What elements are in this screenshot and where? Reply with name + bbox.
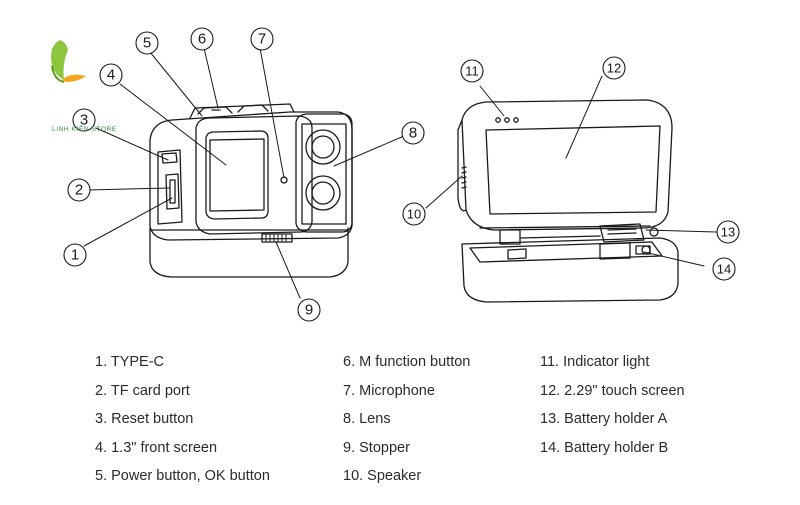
callout-14: 14	[717, 262, 731, 277]
callout-leaders	[83, 47, 717, 299]
legend-item: 3. Reset button	[95, 411, 194, 428]
callout-3: 3	[80, 112, 88, 129]
callout-8: 8	[409, 125, 417, 142]
camera-front-illustration	[149, 103, 353, 278]
legend-item: 10. Speaker	[343, 468, 422, 485]
legend-item: 9. Stopper	[343, 439, 410, 456]
legend-column-1: 1. TYPE-C 2. TF card port 3. Reset butto…	[95, 348, 270, 491]
callout-1: 1	[71, 247, 79, 264]
legend-item: 8. Lens	[343, 411, 391, 428]
legend-item: 4. 1.3" front screen	[95, 439, 218, 456]
legend: 1. TYPE-C 2. TF card port 3. Reset butto…	[0, 348, 800, 498]
logo-text: LINH KIỆN STORE	[52, 126, 117, 133]
legend-item: 7. Microphone	[343, 382, 435, 399]
callout-9: 9	[305, 302, 313, 319]
legend-item: 13. Battery holder A	[540, 411, 668, 428]
callout-13: 13	[721, 225, 735, 240]
callout-12: 12	[607, 61, 621, 76]
legend-item: 12. 2.29" touch screen	[540, 382, 685, 399]
leaf-icon	[51, 40, 86, 83]
callout-4: 4	[107, 67, 115, 84]
callout-5: 5	[143, 35, 151, 52]
callout-6: 6	[198, 31, 206, 48]
legend-item: 6. M function button	[343, 354, 471, 370]
legend-item: 1. TYPE-C	[95, 354, 165, 370]
legend-column-2: 6. M function button 7. Microphone 8. Le…	[343, 348, 470, 491]
legend-item: 2. TF card port	[95, 382, 190, 399]
callout-7: 7	[258, 31, 266, 48]
brand-logo: LINH KIỆN STORE	[22, 36, 142, 133]
legend-item: 5. Power button, OK button	[95, 468, 270, 485]
callout-10: 10	[407, 207, 421, 222]
camera-rear-illustration	[457, 99, 679, 303]
legend-item: 14. Battery holder B	[540, 439, 669, 456]
legend-column-3: 11. Indicator light 12. 2.29" touch scre…	[540, 348, 685, 462]
callout-2: 2	[75, 182, 83, 199]
legend-item: 11. Indicator light	[540, 354, 650, 370]
callout-circles	[63, 27, 740, 322]
callout-11: 11	[465, 64, 479, 79]
